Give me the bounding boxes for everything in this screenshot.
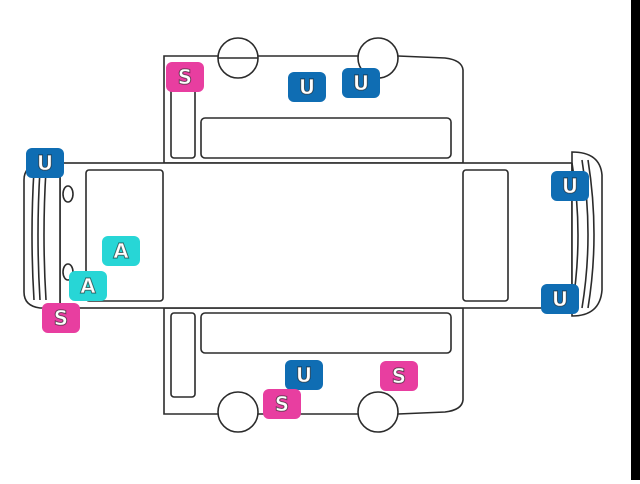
front-end (23, 162, 74, 309)
bottom-right-wheel (357, 391, 399, 433)
edge-bar (631, 0, 640, 480)
u-badge-rear-top: U (551, 171, 589, 201)
s-badge-bottom-right: S (380, 361, 418, 391)
roof-panel (59, 162, 573, 309)
a-badge-upper: A (102, 236, 140, 266)
u-badge-bottom-center: U (285, 360, 323, 390)
u-badge-rear-bottom: U (541, 284, 579, 314)
front-seat-area (85, 169, 164, 302)
s-badge-bottom-left: S (263, 389, 301, 419)
u-badge-front-top: U (26, 148, 64, 178)
bottom-side-panel (163, 307, 464, 433)
u-badge-top-center: U (288, 72, 326, 102)
u-badge-top-right: U (342, 68, 380, 98)
bottom-left-wheel (217, 391, 259, 433)
rear-area (462, 169, 509, 302)
s-badge-top-left: S (166, 62, 204, 92)
s-badge-front-bottom: S (42, 303, 80, 333)
a-badge-lower: A (69, 271, 107, 301)
